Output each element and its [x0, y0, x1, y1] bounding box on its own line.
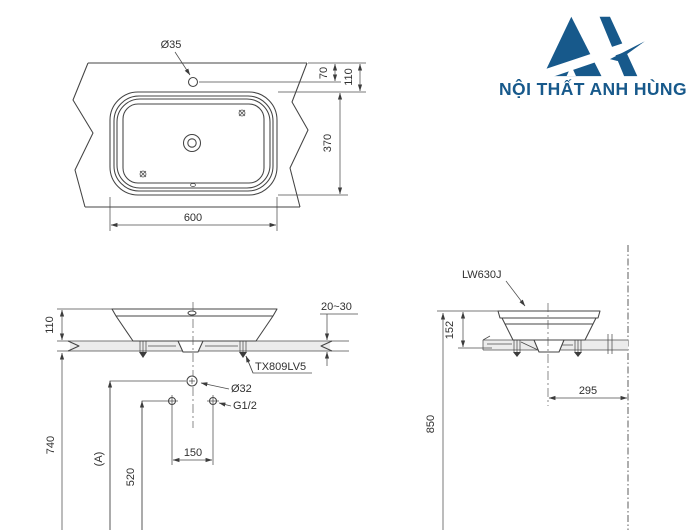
dim-rim-offset: 110	[343, 68, 355, 86]
dim-supply-height: 520	[125, 468, 137, 486]
dim-counter-height: 740	[45, 436, 57, 454]
label-drain-dia: Ø32	[231, 383, 252, 395]
brand-name: NỘI THẤT ANH HÙNG	[499, 79, 687, 99]
brand-logo: NỘI THẤT ANH HÙNG	[488, 12, 698, 99]
dim-basin-depth: 370	[322, 134, 334, 152]
brand-monogram-icon	[540, 16, 646, 78]
dim-rim-above-counter: 110	[44, 316, 56, 334]
dim-drain-to-wall: 295	[579, 385, 597, 397]
dim-faucet-hole: Ø35	[161, 39, 182, 51]
dim-rim-floor-height: 850	[425, 415, 437, 433]
dim-supply-spacing: 150	[184, 447, 202, 459]
side-view: LW630J 152 850 295	[425, 245, 629, 530]
label-supply-thread: G1/2	[233, 400, 257, 412]
dim-drain-height-label: (A)	[93, 452, 105, 467]
label-mounting-part: TX809LV5	[255, 361, 306, 373]
front-view: 110 740 (A) 520 150 Ø32 G1/2 TX809LV5 20…	[44, 301, 358, 530]
dim-basin-height: 152	[444, 321, 456, 339]
dim-counter-thickness: 20~30	[321, 301, 352, 313]
label-model: LW630J	[462, 269, 502, 281]
dim-faucet-offset: 70	[318, 67, 330, 79]
dim-basin-width: 600	[184, 212, 202, 224]
top-view: Ø35 70 110 370 600	[57, 39, 366, 310]
fixing-mark-icon	[139, 109, 246, 187]
